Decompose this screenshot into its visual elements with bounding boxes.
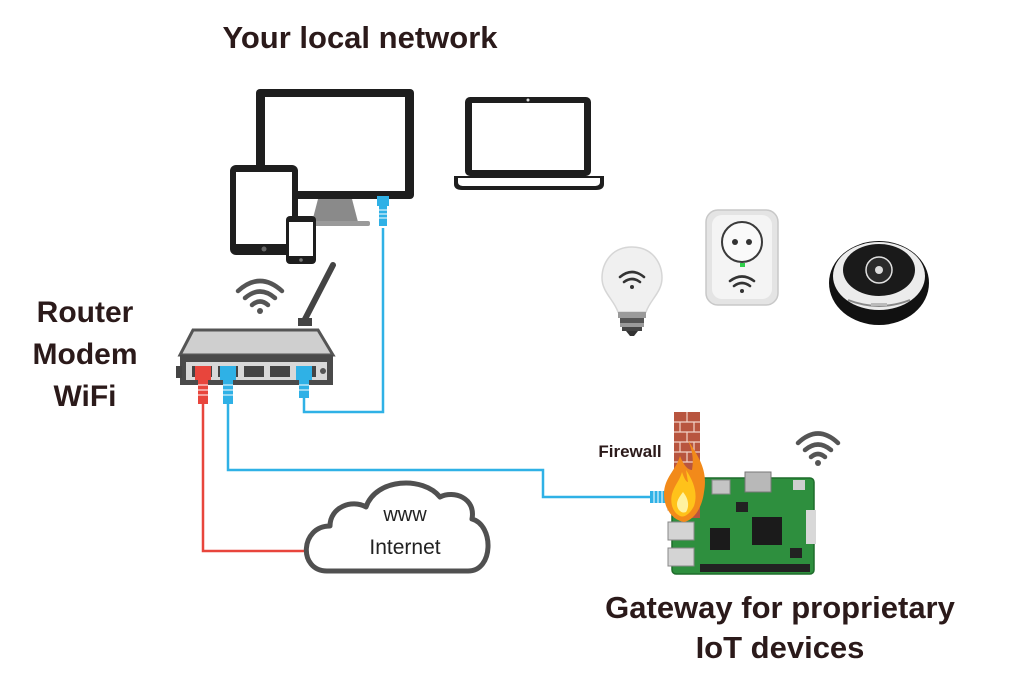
cable-router-to-internet [201, 404, 305, 553]
firewall-icon [664, 412, 705, 522]
cloud-internet-label: Internet [369, 536, 441, 559]
router-label-line-2: Modem [32, 338, 138, 371]
robot-vacuum-icon [829, 241, 929, 325]
firewall-label: Firewall [598, 442, 662, 461]
smart-plug-icon [705, 209, 779, 306]
router-label-line-1: Router [36, 296, 134, 329]
smart-bulb-icon [601, 246, 663, 336]
router-label-line-3: WiFi [53, 380, 117, 413]
cloud-www-label: www [383, 504, 427, 526]
router-icon [176, 262, 336, 404]
gateway-label-line-2: IoT devices [695, 630, 865, 665]
wifi-icon [235, 278, 285, 314]
phone-icon [286, 216, 316, 264]
cloud-icon [303, 480, 491, 574]
tablet-icon [230, 165, 298, 255]
cable-monitor-to-router [302, 228, 385, 414]
laptop-icon [454, 97, 604, 190]
cable-router-to-gateway [226, 404, 655, 499]
gateway-label-line-1: Gateway for proprietary [605, 590, 955, 625]
gateway-wifi-icon [795, 431, 841, 466]
page-title: Your local network [222, 20, 498, 55]
